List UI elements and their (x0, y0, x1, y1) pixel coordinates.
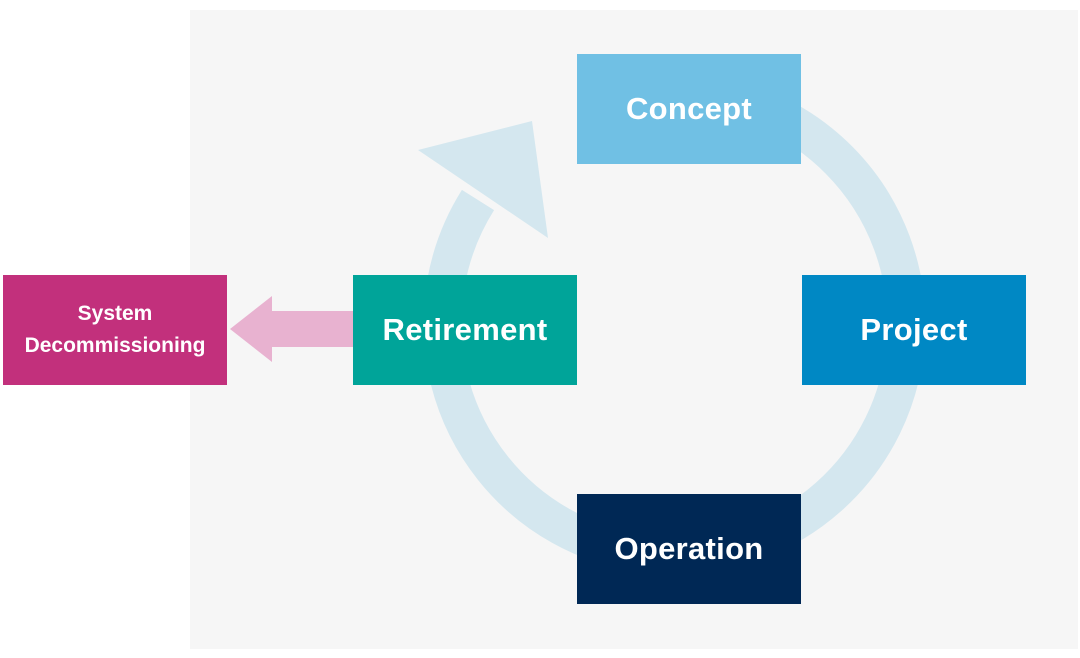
stage-concept-label: Concept (625, 91, 753, 126)
decommissioning-label-line1: System (77, 302, 153, 325)
system-decommissioning-box: System Decommissioning (3, 275, 227, 385)
stage-operation-label: Operation (614, 531, 764, 566)
stage-operation: Operation (577, 494, 801, 604)
stage-project-label: Project (860, 312, 968, 347)
stage-retirement: Retirement (353, 275, 577, 385)
cycle-arrowhead-icon (418, 121, 548, 238)
stage-project: Project (802, 275, 1026, 385)
decommissioning-label-line2: Decommissioning (24, 334, 206, 357)
stage-retirement-label: Retirement (382, 312, 548, 347)
exit-arrow-icon (230, 296, 353, 362)
stage-concept: Concept (577, 54, 801, 164)
